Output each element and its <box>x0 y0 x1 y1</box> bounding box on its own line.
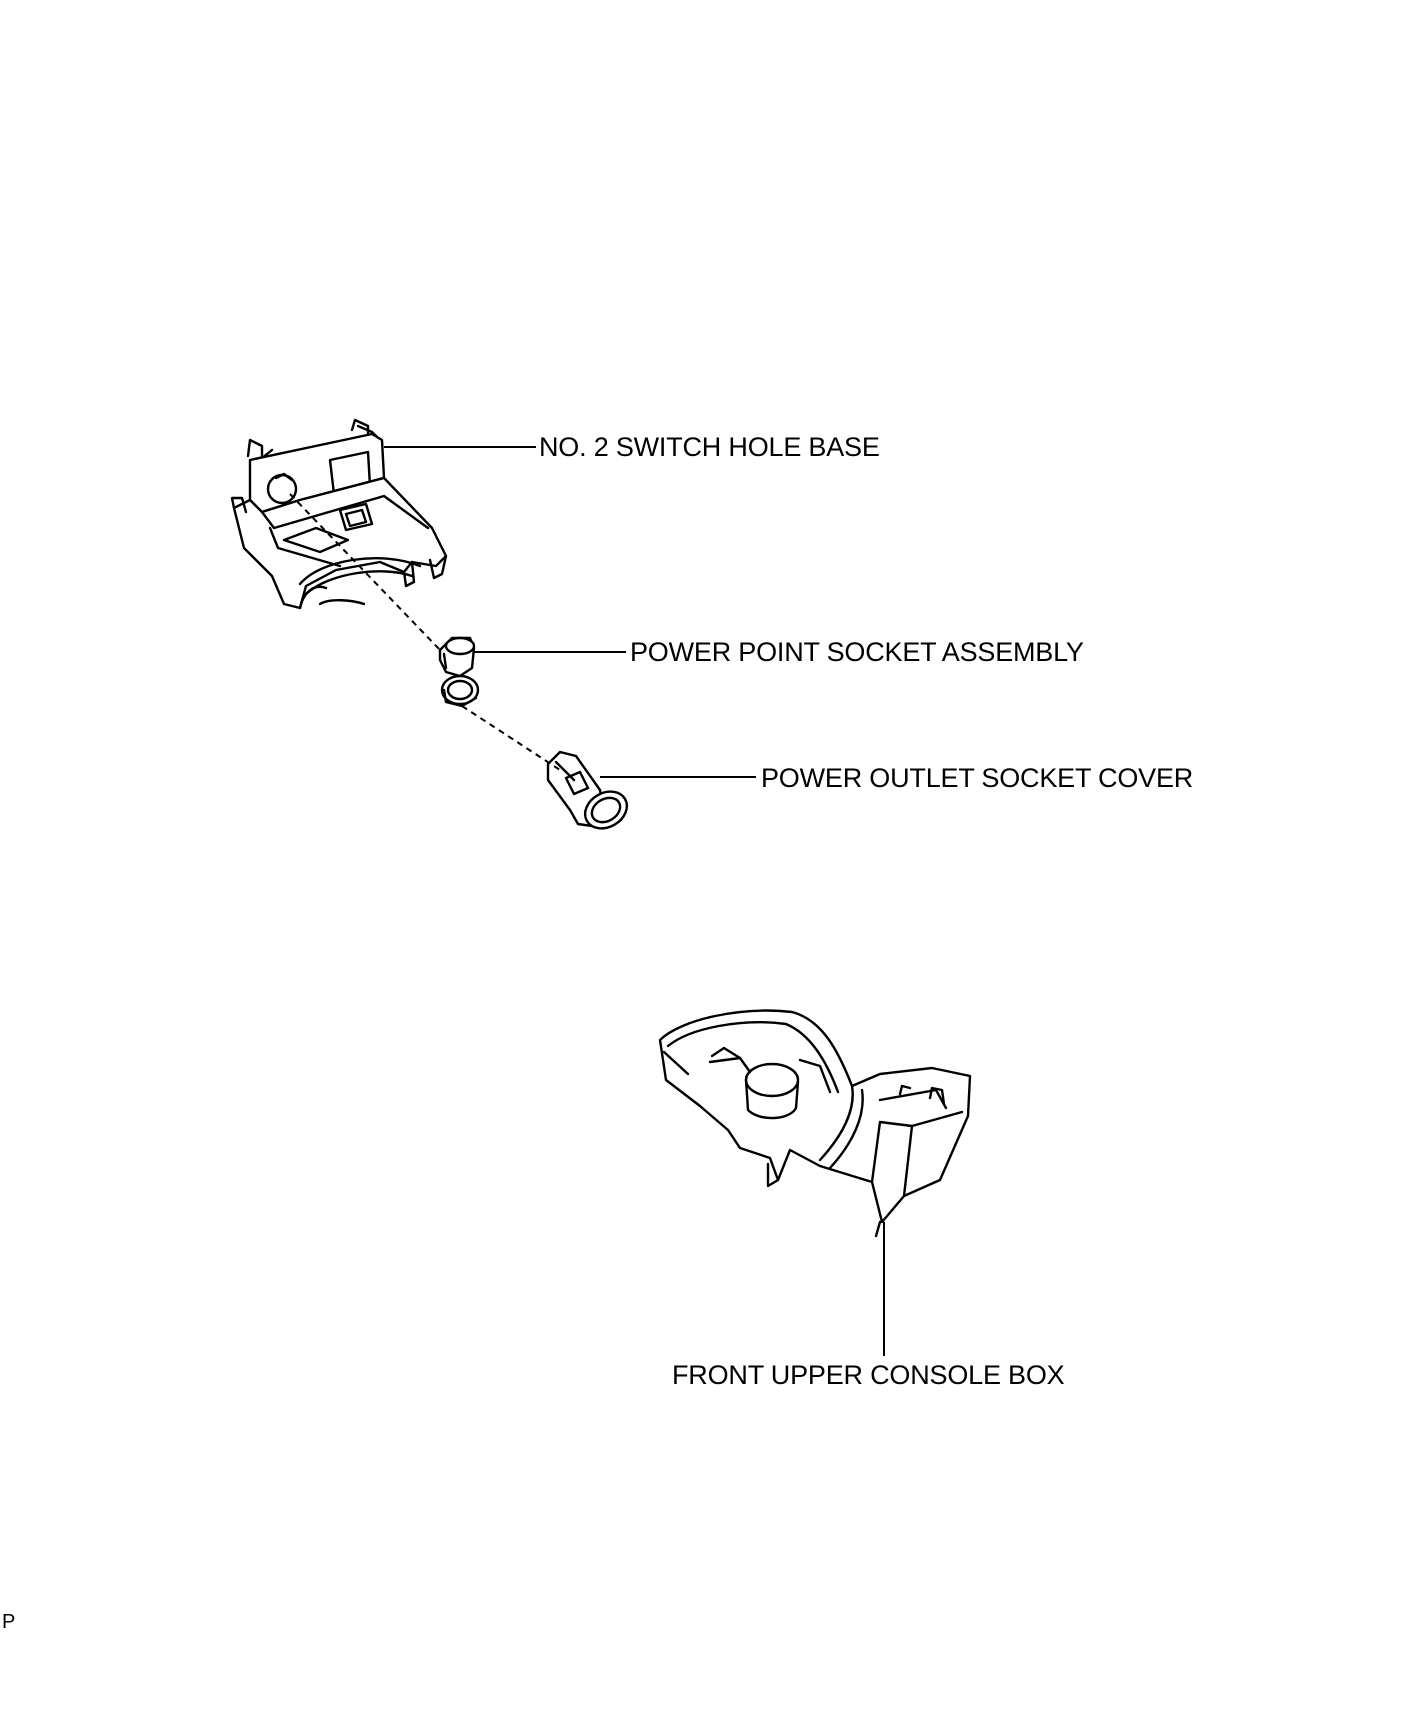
label-power-outlet-socket-cover: POWER OUTLET SOCKET COVER <box>761 763 1194 793</box>
assembly-axis-line-lower <box>461 705 561 771</box>
power-outlet-cover-drawing <box>546 750 629 830</box>
label-power-point-socket-assembly: POWER POINT SOCKET ASSEMBLY <box>630 637 1084 667</box>
front-upper-console-drawing <box>658 1009 972 1238</box>
label-no2-switch-hole-base: NO. 2 SWITCH HOLE BASE <box>539 432 880 462</box>
switch-hole-base-drawing <box>230 418 448 610</box>
footer-code: P <box>2 1611 16 1633</box>
power-point-socket-drawing <box>438 636 480 708</box>
label-front-upper-console-box: FRONT UPPER CONSOLE BOX <box>672 1360 1065 1390</box>
assembly-axis-line <box>289 493 441 651</box>
